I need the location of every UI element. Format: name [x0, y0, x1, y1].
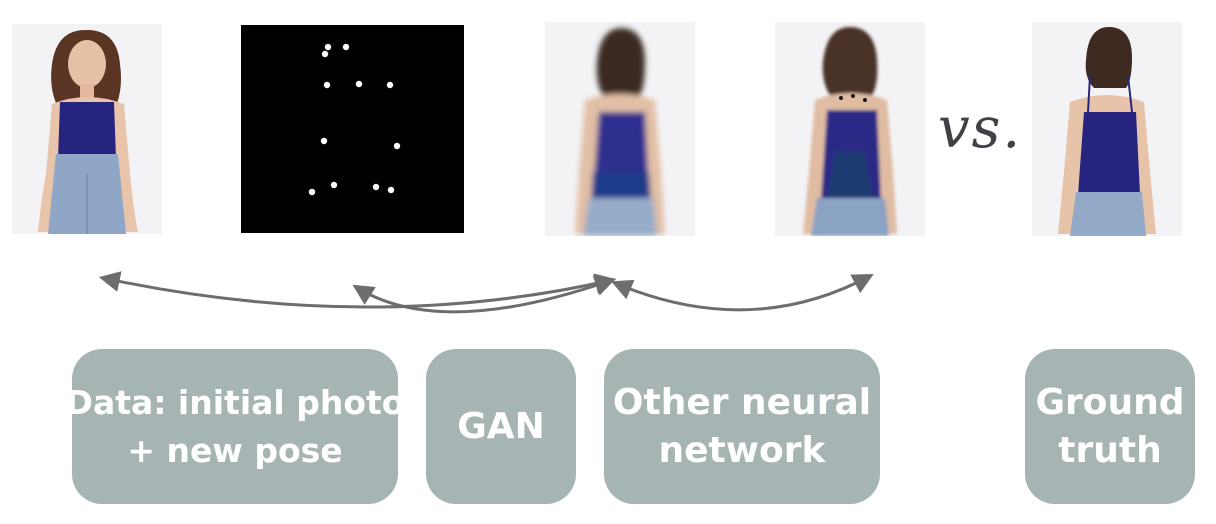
person-front-icon [12, 24, 162, 234]
other-box-line1: Other neural [612, 381, 872, 423]
person-back-blurry-icon [545, 22, 695, 236]
gan-box: GAN [426, 349, 576, 504]
person-back-artifacts-icon [775, 22, 925, 236]
arrow-gan-to-initial [98, 271, 617, 309]
gan-box-label: GAN [457, 405, 545, 447]
other-box-line2: network [658, 429, 826, 471]
vs-label: vs. [938, 96, 1023, 161]
truth-box-line2: truth [1058, 429, 1162, 471]
other-network-box: Other neural network [604, 349, 880, 504]
data-box-line1: Data: initial photo [65, 382, 405, 422]
pose-keypoints [308, 43, 401, 196]
ground-truth-box: Ground truth [1025, 349, 1195, 504]
initial-photo [12, 24, 162, 234]
data-box-line2: + new pose [127, 430, 343, 470]
person-back-icon [1032, 22, 1182, 236]
ground-truth-photo [1032, 22, 1182, 236]
data-box: Data: initial photo + new pose [66, 349, 404, 504]
other-network-output-photo [775, 22, 925, 236]
pose-keypoint-map [241, 25, 464, 233]
truth-box-line1: Ground [1035, 381, 1185, 423]
arrow-gan-to-pose [352, 275, 616, 314]
gan-output-photo [545, 22, 695, 236]
arrow-gan-to-other [611, 274, 874, 312]
